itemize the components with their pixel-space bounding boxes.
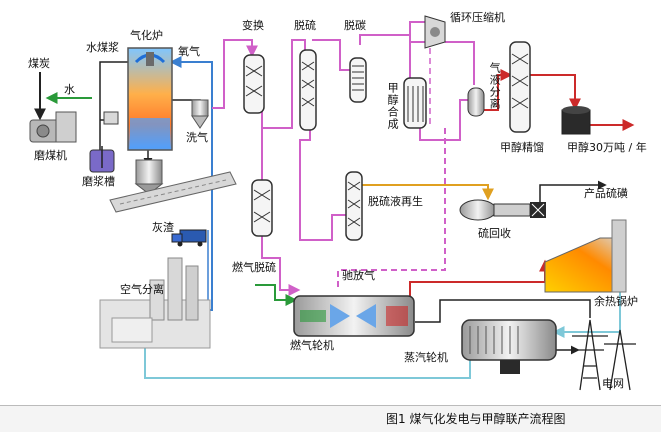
rectification-column <box>509 41 531 133</box>
label-steam-turbine: 蒸汽轮机 <box>404 351 448 364</box>
separator-to-rectification <box>484 69 513 111</box>
coal-mill <box>29 111 77 143</box>
rectification-to-product <box>530 74 581 111</box>
label-slurry-tank: 磨浆槽 <box>82 175 115 188</box>
label-waste-heat-boiler: 余热锅炉 <box>594 295 638 308</box>
decarb-to-synthesis <box>359 34 411 78</box>
label-decarbonization: 脱碳 <box>344 19 366 32</box>
label-methanol-rectification: 甲醇精馏 <box>500 141 544 154</box>
gas-turbine <box>293 295 415 337</box>
label-recycle-compressor: 循环压缩机 <box>450 11 505 24</box>
scrubber <box>191 99 209 129</box>
caption-band <box>0 406 661 432</box>
label-power-grid: 电网 <box>602 377 624 390</box>
recycle-compressor <box>424 15 446 49</box>
desulfurization-column <box>299 49 317 131</box>
label-gasifier: 气化炉 <box>130 29 163 42</box>
fuel-gas-desulf-column <box>251 179 273 237</box>
regen-to-sulfur <box>360 184 494 201</box>
label-air-separation: 空气分离 <box>120 283 164 296</box>
recycle-line <box>445 41 475 85</box>
shift-column <box>243 54 265 114</box>
label-shift: 变换 <box>242 19 264 32</box>
figure-caption: 图1 煤气化发电与甲醇联产流程图 <box>386 412 566 426</box>
label-regeneration: 脱硫液再生 <box>368 195 423 208</box>
methanol-synthesis-reactor <box>403 77 427 129</box>
transmission-tower <box>572 319 636 391</box>
sulfur-recovery-unit <box>459 199 546 221</box>
waste-heat-boiler <box>544 219 627 293</box>
air-to-turbine <box>255 284 298 306</box>
label-product-sulfur: 产品硫磺 <box>584 187 628 200</box>
gasifier <box>127 47 173 151</box>
purge-gas-line <box>337 128 446 290</box>
steam-turbine <box>461 319 557 374</box>
synthesis-to-separator <box>419 99 470 141</box>
label-oxygen: 氧气 <box>178 45 200 58</box>
turbine-to-grid <box>415 299 591 323</box>
label-slag: 灰渣 <box>152 221 174 234</box>
slurry-pump <box>103 111 119 125</box>
label-methanol-output: 甲醇30万吨 / 年 <box>567 141 647 154</box>
label-fuel-gas-desulf: 燃气脱硫 <box>232 261 276 274</box>
label-coal-water-slurry: 水煤浆 <box>86 41 119 54</box>
label-coal-mill: 磨煤机 <box>34 149 67 162</box>
label-gas-liquid-separation: 气液分离 <box>488 62 502 110</box>
label-gas-turbine: 燃气轮机 <box>290 339 334 352</box>
cooling-return <box>144 340 471 379</box>
caption-divider <box>0 405 661 406</box>
slag-conveyor <box>109 171 237 213</box>
label-purge-gas: 驰放气 <box>342 269 375 282</box>
methanol-tank <box>561 106 591 135</box>
decarbonization-column <box>349 57 367 103</box>
slag-hopper <box>134 159 164 195</box>
air-separation-plant <box>99 257 211 349</box>
label-desulfurization: 脱硫 <box>294 19 316 32</box>
recycle-line-2 <box>409 21 430 43</box>
slurry-line <box>99 61 128 150</box>
label-methanol-synthesis: 甲醇合成 <box>386 82 400 130</box>
desulf-to-regeneration <box>299 130 348 241</box>
slurry-tank <box>89 146 115 173</box>
label-coal: 煤炭 <box>28 57 50 70</box>
label-water: 水 <box>64 83 75 96</box>
label-sulfur-recovery: 硫回收 <box>478 227 511 240</box>
exhaust-to-boiler <box>409 259 551 310</box>
label-scrubber: 洗气 <box>186 131 208 144</box>
gas-liquid-separator <box>467 87 485 117</box>
syngas-to-shift <box>212 39 258 109</box>
fuel-to-turbine <box>261 235 301 296</box>
desulf-to-decarb <box>312 39 350 71</box>
shift-to-desulf <box>261 39 306 129</box>
regeneration-column <box>345 171 363 241</box>
slag-truck <box>171 229 207 247</box>
